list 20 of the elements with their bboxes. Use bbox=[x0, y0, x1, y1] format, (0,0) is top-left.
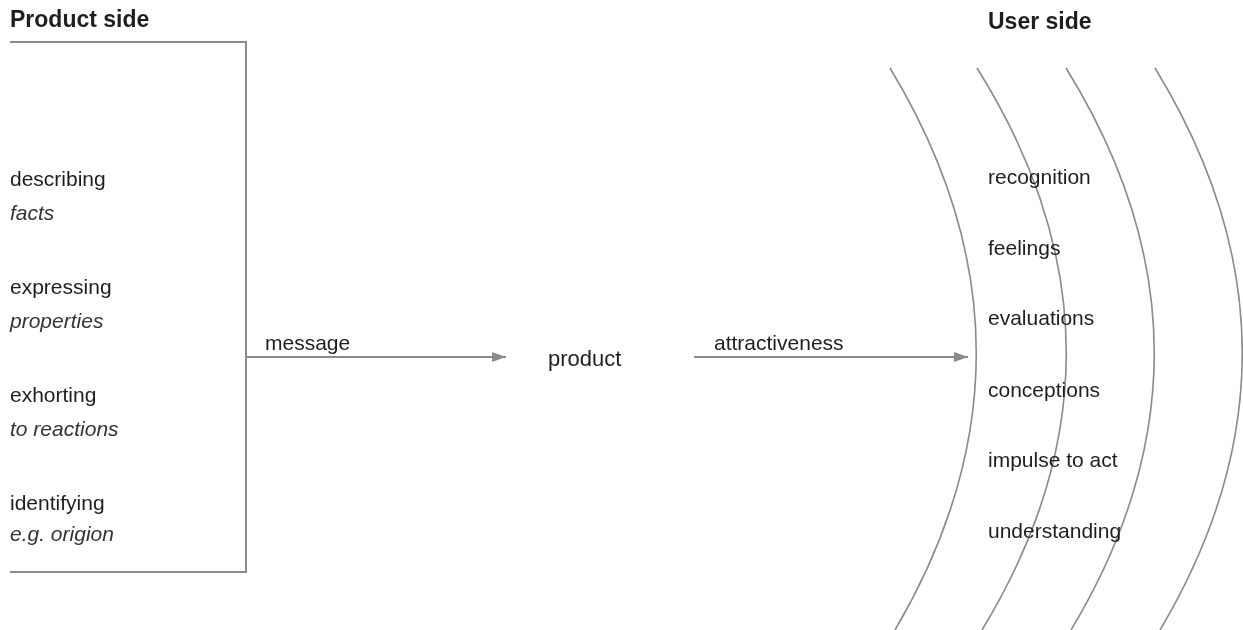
arrow bbox=[245, 352, 507, 362]
section-heading: Product side bbox=[10, 8, 150, 31]
item-label: conceptions bbox=[988, 379, 1101, 400]
item-detail: facts bbox=[10, 202, 55, 223]
item-detail: properties bbox=[10, 310, 104, 331]
item-label: feelings bbox=[988, 237, 1061, 258]
node-label: product bbox=[548, 346, 622, 372]
item-label: recognition bbox=[988, 166, 1091, 187]
item-label: evaluations bbox=[988, 307, 1095, 328]
item-detail: to reactions bbox=[10, 418, 119, 439]
item-detail: e.g. origion bbox=[10, 523, 114, 544]
section-heading: User side bbox=[988, 10, 1092, 33]
arrow bbox=[693, 352, 969, 362]
item-label: exhorting bbox=[10, 384, 97, 405]
item-label: describing bbox=[10, 168, 106, 189]
edge-label: attractiveness bbox=[712, 332, 846, 353]
item-label: understanding bbox=[988, 520, 1122, 541]
item-label: identifying bbox=[10, 492, 105, 513]
item-label: expressing bbox=[10, 276, 112, 297]
item-label: impulse to act bbox=[988, 449, 1118, 470]
